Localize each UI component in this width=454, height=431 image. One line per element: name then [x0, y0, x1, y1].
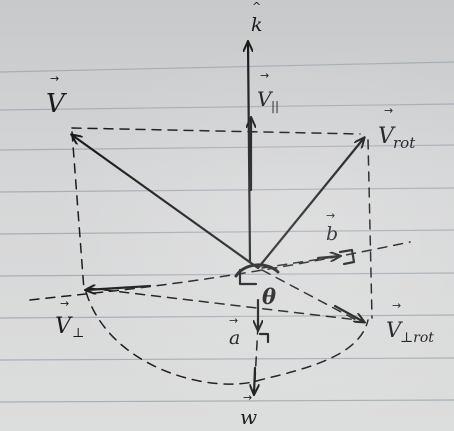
label-theta: θ: [262, 284, 276, 309]
right-angle-mark-b: [338, 248, 356, 266]
svg-text:→: →: [243, 391, 252, 404]
svg-text:→: →: [229, 314, 238, 327]
top-dashed-line: [71, 127, 361, 135]
label-v-perp: V: [55, 314, 73, 339]
ruled-lines: [0, 61, 454, 403]
svg-text:→: →: [384, 104, 393, 117]
label-a: a: [229, 327, 240, 349]
right-angle-mark-a: [258, 332, 270, 344]
svg-text:→: →: [326, 209, 335, 222]
label-v-perp-rot: V: [386, 318, 403, 342]
label-v-perp-rot-sub: ⊥rot: [400, 330, 434, 346]
k-axis-arrow: [248, 42, 250, 264]
label-v-parallel-sub: ||: [271, 99, 279, 113]
v-rot-arrow: [256, 138, 364, 270]
label-v: V: [46, 89, 67, 119]
v-perp-arrow: [86, 286, 152, 290]
label-v-rot: V: [378, 124, 396, 149]
b-arrow: [316, 256, 340, 258]
svg-text:^: ^: [252, 0, 261, 13]
label-v-parallel: V: [257, 87, 274, 111]
svg-text:→: →: [392, 299, 401, 312]
labels: ^ k → V || → V → V rot → b θ → V ⊥ → V ⊥…: [46, 0, 434, 429]
v-perp-rot-arrow: [333, 304, 364, 322]
svg-text:→: →: [50, 72, 59, 85]
label-b: b: [326, 223, 338, 245]
lower-semicircle: [85, 291, 369, 385]
label-w: w: [240, 405, 257, 429]
label-v-perp-sub: ⊥: [72, 326, 84, 341]
svg-text:→: →: [60, 297, 69, 310]
svg-text:→: →: [260, 69, 269, 82]
v-arrow: [72, 135, 260, 270]
left-dashed-vertical: [71, 131, 85, 291]
rotation-angle-arc: [234, 263, 280, 278]
label-k: k: [251, 14, 263, 36]
vectors: [72, 42, 364, 394]
w-axis-dashed: [254, 324, 259, 381]
center-to-perprot-line: [261, 269, 361, 323]
right-dashed-vertical: [367, 139, 373, 319]
perp-to-perprot-line: [87, 287, 359, 321]
right-angle-mark-center: [238, 268, 258, 286]
label-v-rot-sub: rot: [393, 134, 416, 152]
w-arrow: [254, 366, 255, 394]
